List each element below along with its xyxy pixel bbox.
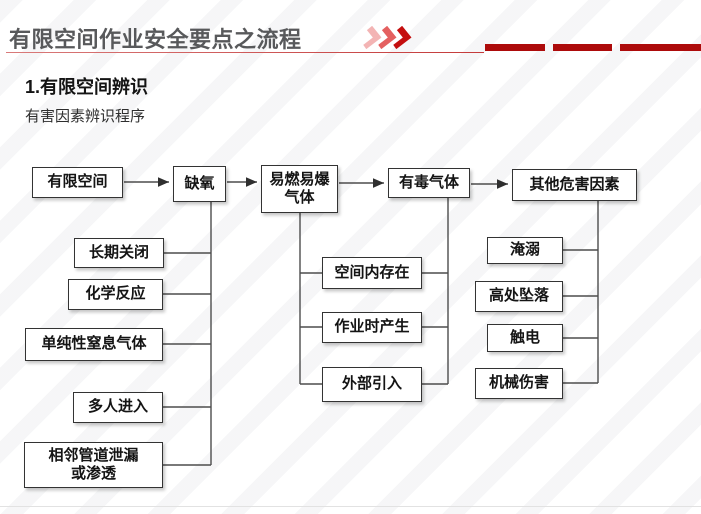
node-mechanical-injury: 机械伤害 (475, 368, 563, 399)
node-toxic-gas: 有毒气体 (388, 168, 470, 198)
node-simple-asphyxiating-gas: 单纯性窒息气体 (25, 328, 163, 361)
node-drowning: 淹溺 (487, 237, 563, 264)
header-dash-icon (553, 44, 612, 51)
node-long-term-closure: 长期关闭 (74, 238, 164, 268)
header-dash-icon (485, 44, 545, 51)
section-heading: 1.有限空间辨识 (25, 77, 149, 97)
node-confined-space: 有限空间 (32, 167, 123, 198)
header-dash-icon (620, 44, 701, 51)
node-adjacent-pipeline-leak: 相邻管道泄漏 或渗透 (24, 442, 163, 488)
node-multiple-entrants: 多人进入 (73, 392, 163, 423)
node-external-introduction: 外部引入 (322, 367, 422, 402)
bottom-divider (0, 506, 701, 507)
node-chemical-reaction: 化学反应 (68, 279, 163, 310)
node-generated-during-work: 作业时产生 (322, 312, 422, 343)
slide-title: 有限空间作业安全要点之流程 (9, 27, 302, 52)
section-subtitle: 有害因素辨识程序 (25, 108, 146, 125)
triple-chevron-icon (363, 26, 412, 50)
node-other-hazards: 其他危害因素 (512, 169, 637, 201)
node-existing-in-space: 空间内存在 (322, 257, 422, 289)
node-oxygen-deficiency: 缺氧 (173, 166, 226, 202)
node-fall-from-height: 高处坠落 (475, 281, 563, 312)
node-electric-shock: 触电 (487, 324, 563, 352)
node-flammable-explosive-gas: 易燃易爆 气体 (261, 165, 338, 213)
title-underline (6, 52, 484, 54)
